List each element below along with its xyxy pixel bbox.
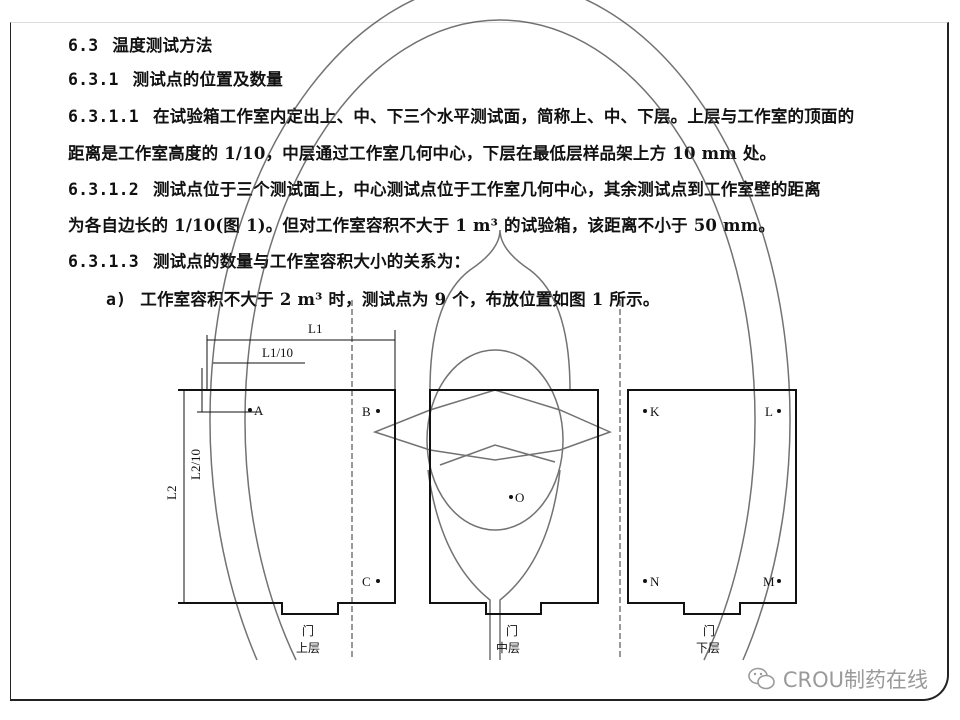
section-text: 测试点的数量与工作室容积大小的关系为： <box>152 252 471 271</box>
slide-frame <box>10 22 949 701</box>
section-text: 为各自边长的 1/10(图 1)。但对工作室容积不大于 1 m³ 的试验箱，该距… <box>68 216 776 235</box>
dim-l1-10: L1/10 <box>262 345 293 360</box>
para-6-3-1-2: 6.3.1.2 测试点位于三个测试面上，中心测试点位于工作室几何中心，其余测试点到… <box>68 176 821 200</box>
dimension-lines <box>183 330 396 603</box>
dim-l2: L2 <box>164 486 179 500</box>
heading-6-3-1: 6.3.1 测试点的位置及数量 <box>68 66 283 90</box>
middle-layer-box <box>429 389 599 615</box>
middle-door-label: 门 <box>506 623 518 638</box>
section-text: 距离是工作室高度的 1/10，中层通过工作室几何中心，下层在最低层样品架上方 1… <box>68 144 777 163</box>
item-marker: a) <box>106 290 127 309</box>
stamp-watermark <box>209 0 791 661</box>
figure-1-diagram: L1 L1/10 L2 L2/10 A B C O K L N M 门 上层 门… <box>164 0 797 661</box>
point-k: K <box>650 404 660 419</box>
section-number: 6.3.1.2 <box>68 180 139 199</box>
lower-layer-box <box>627 389 797 615</box>
centerlines <box>351 300 621 660</box>
section-number: 6.3.1.3 <box>68 252 139 271</box>
para-6-3-1-1-cont: 距离是工作室高度的 1/10，中层通过工作室几何中心，下层在最低层样品架上方 1… <box>68 140 776 164</box>
point-c: C <box>362 574 371 589</box>
section-text: 工作室容积不大于 2 m³ 时，测试点为 9 个，布放位置如图 1 所示。 <box>140 290 660 309</box>
para-6-3-1-1: 6.3.1.1 在试验箱工作室内定出上、中、下三个水平测试面，简称上、中、下层。上… <box>68 103 854 127</box>
point-l: L <box>765 404 773 419</box>
upper-door-label: 门 <box>302 623 314 638</box>
dim-l1: L1 <box>308 321 322 336</box>
test-point-dots <box>248 408 781 583</box>
heading-6-3: 6.3 温度测试方法 <box>68 32 213 56</box>
section-text: 温度测试方法 <box>112 36 213 55</box>
wechat-icon <box>748 667 775 690</box>
point-a: A <box>254 403 264 418</box>
watermark: CROU制药在线 <box>747 664 928 694</box>
para-6-3-1-2-cont: 为各自边长的 1/10(图 1)。但对工作室容积不大于 1 m³ 的试验箱，该距… <box>68 212 775 236</box>
watermark-text: CROU制药在线 <box>782 668 928 692</box>
section-number: 6.3 <box>68 36 99 55</box>
section-number: 6.3.1 <box>68 70 119 89</box>
point-n: N <box>650 574 660 589</box>
upper-layer-label: 上层 <box>296 641 320 655</box>
upper-layer-box <box>178 389 396 615</box>
item-a: a) 工作室容积不大于 2 m³ 时，测试点为 9 个，布放位置如图 1 所示。 <box>106 286 660 310</box>
middle-layer-label: 中层 <box>496 640 520 655</box>
section-text: 测试点位于三个测试面上，中心测试点位于工作室几何中心，其余测试点到工作室壁的距离 <box>152 180 821 199</box>
para-6-3-1-3: 6.3.1.3 测试点的数量与工作室容积大小的关系为： <box>68 248 470 272</box>
point-b: B <box>362 404 371 419</box>
section-text: 测试点的位置及数量 <box>132 70 283 89</box>
section-number: 6.3.1.1 <box>68 107 139 126</box>
section-text: 在试验箱工作室内定出上、中、下三个水平测试面，简称上、中、下层。上层与工作室的顶… <box>152 107 855 126</box>
lower-layer-label: 下层 <box>696 641 720 655</box>
dim-l2-10: L2/10 <box>188 449 203 480</box>
point-m: M <box>763 574 775 589</box>
lower-door-label: 门 <box>703 623 715 638</box>
point-o: O <box>515 490 524 505</box>
